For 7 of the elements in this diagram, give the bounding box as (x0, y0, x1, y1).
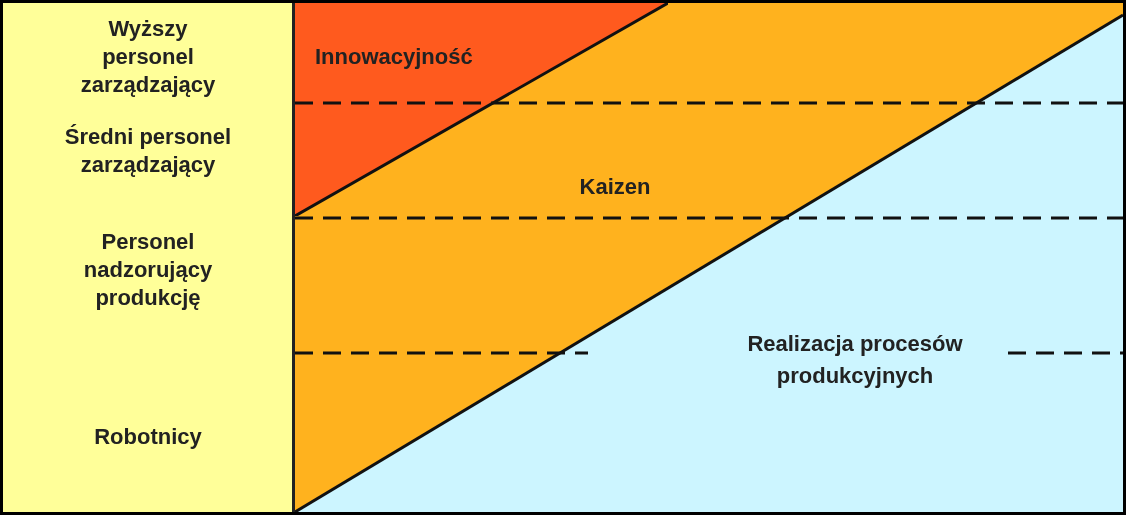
level-label: Średni personel zarządzający (63, 123, 233, 179)
level-label: Robotnicy (93, 423, 203, 451)
region-label: Realizacja procesów produkcyjnych (746, 330, 964, 390)
region-label: Kaizen (578, 173, 652, 201)
level-label: Personel nadzorujący produkcję (82, 228, 214, 312)
level-label: Wyższy personel zarządzający (79, 15, 217, 99)
region-label: Innowacyjność (315, 43, 474, 71)
